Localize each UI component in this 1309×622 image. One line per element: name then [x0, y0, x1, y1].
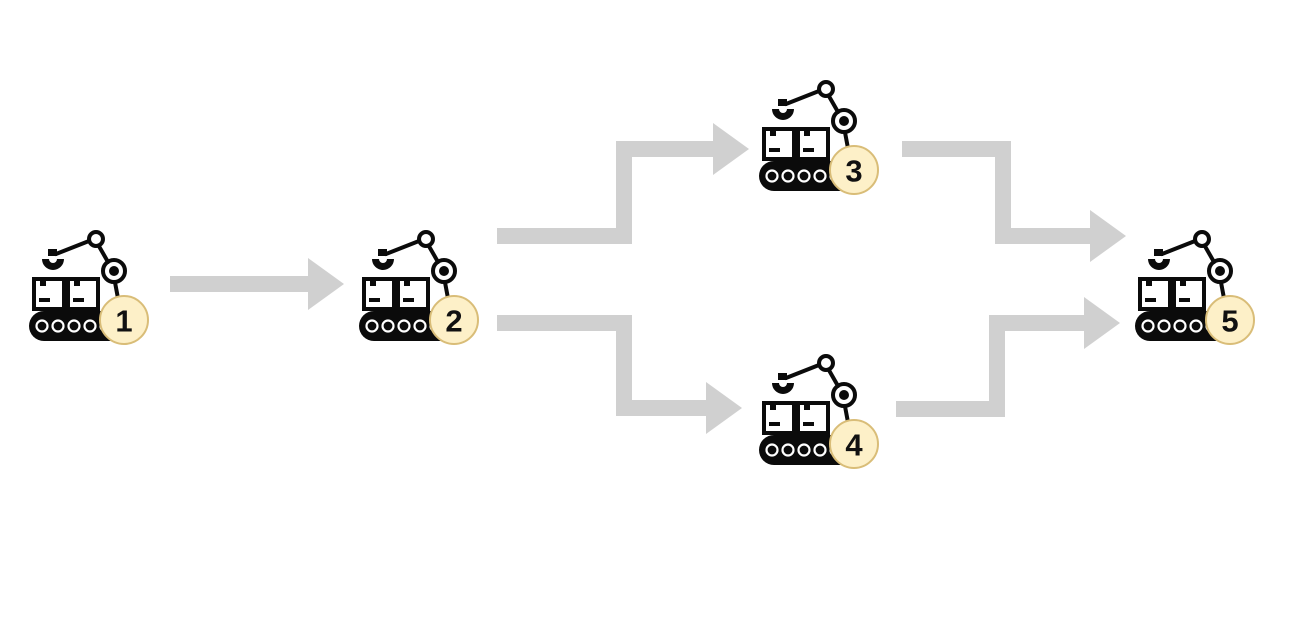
arrowhead	[713, 123, 749, 175]
arrow-4-5	[896, 297, 1120, 417]
stage-number-label: 3	[845, 154, 862, 189]
arrowhead	[1084, 297, 1120, 349]
stage-node-2: 2	[357, 230, 479, 345]
arrowhead	[706, 382, 742, 434]
stage-number-label: 5	[1221, 304, 1238, 339]
stage-node-5: 5	[1133, 230, 1255, 345]
stage-number-label: 2	[445, 304, 462, 339]
stage-number-badge: 4	[829, 419, 879, 469]
arrowhead	[1090, 210, 1126, 262]
stage-number-label: 4	[845, 428, 863, 463]
stage-number-badge: 2	[429, 295, 479, 345]
arrow-3-5	[902, 141, 1126, 262]
arrow-1-2	[170, 258, 344, 310]
arrow-2-4	[497, 315, 742, 434]
stage-number-badge: 3	[829, 145, 879, 195]
stage-number-badge: 5	[1205, 295, 1255, 345]
arrow-2-3	[497, 123, 749, 244]
stage-number-badge: 1	[99, 295, 149, 345]
stage-node-1: 1	[27, 230, 149, 345]
stage-node-4: 4	[757, 354, 879, 469]
stage-number-label: 1	[115, 304, 132, 339]
arrowhead	[308, 258, 344, 310]
stage-node-3: 3	[757, 80, 879, 195]
